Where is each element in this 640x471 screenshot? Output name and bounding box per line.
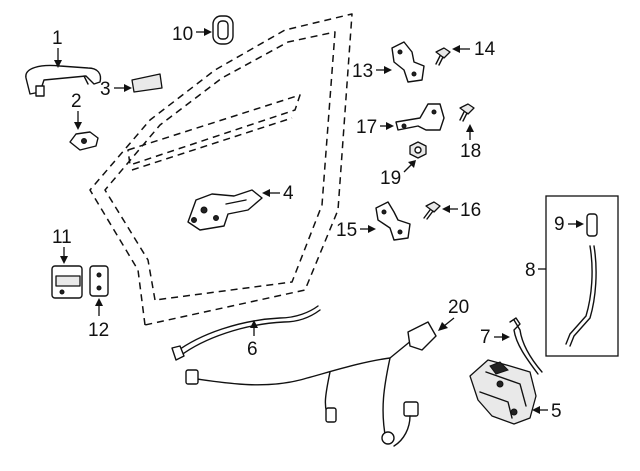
callout-2: 2 <box>71 91 82 130</box>
lower-hinge <box>375 201 411 241</box>
hinge-bolt-lower <box>423 201 441 220</box>
handle-bracket <box>69 131 99 151</box>
handle-cap <box>131 73 163 93</box>
callout-number: 14 <box>474 39 496 60</box>
lock-rod <box>509 317 543 375</box>
callout-number: 11 <box>52 227 72 248</box>
lock-cable <box>171 305 321 361</box>
striker-shim <box>89 265 109 297</box>
callout-17: 17 <box>356 117 394 138</box>
callout-6: 6 <box>247 320 258 360</box>
callout-16: 16 <box>442 200 481 221</box>
callout-1: 1 <box>52 28 63 68</box>
callout-number: 17 <box>356 117 377 138</box>
door-check-bolt <box>459 103 475 122</box>
hinge-bolt-upper <box>435 47 451 66</box>
callout-number: 5 <box>551 401 562 422</box>
door-check <box>395 103 445 131</box>
callout-13: 13 <box>352 61 392 82</box>
callout-number: 16 <box>460 200 481 221</box>
callout-18: 18 <box>460 124 481 162</box>
door-outline <box>89 13 353 326</box>
callout-7: 7 <box>480 327 510 348</box>
upper-hinge <box>391 41 425 83</box>
callout-number: 20 <box>448 297 469 318</box>
callout-20: 20 <box>438 297 469 331</box>
inside-handle-mechanism <box>187 189 263 231</box>
plug <box>212 15 234 45</box>
callout-8: 8 <box>525 260 546 281</box>
callout-number: 2 <box>71 91 82 112</box>
callout-15: 15 <box>336 220 376 241</box>
callout-number: 1 <box>52 28 63 49</box>
callout-number: 10 <box>172 24 193 45</box>
callout-14: 14 <box>452 39 496 60</box>
callout-number: 15 <box>336 220 357 241</box>
callout-11: 11 <box>52 227 72 264</box>
striker <box>51 265 83 299</box>
wiring-harness <box>185 321 437 447</box>
callout-19: 19 <box>380 160 416 189</box>
callout-number: 7 <box>480 327 491 348</box>
door-check-nut <box>409 141 427 159</box>
callout-10: 10 <box>172 24 212 45</box>
rod-inset-box <box>545 195 619 357</box>
callout-12: 12 <box>88 298 109 341</box>
callout-number: 4 <box>283 183 294 204</box>
callout-5: 5 <box>532 401 562 422</box>
callout-number: 12 <box>88 320 109 341</box>
callout-number: 13 <box>352 61 373 82</box>
callout-number: 3 <box>100 79 111 100</box>
outside-handle <box>25 64 102 97</box>
callout-number: 8 <box>525 260 536 281</box>
door-latch <box>469 359 537 425</box>
callout-4: 4 <box>262 183 294 204</box>
callout-number: 18 <box>460 141 481 162</box>
callout-number: 19 <box>380 168 401 189</box>
callout-9: 9 <box>554 214 584 235</box>
callout-3: 3 <box>100 79 132 100</box>
callout-number: 6 <box>247 339 258 360</box>
callout-number: 9 <box>554 214 565 235</box>
